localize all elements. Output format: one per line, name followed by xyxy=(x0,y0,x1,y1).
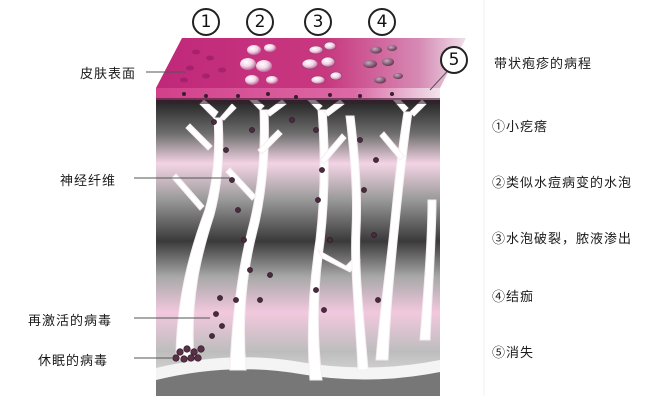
step-5: ⑤消失 xyxy=(492,342,534,361)
stage-marker-3: 3 xyxy=(304,8,332,36)
label-nerve-fiber: 神经纤维 xyxy=(60,170,116,189)
step-2: ②类似水痘病变的水泡 xyxy=(492,172,632,191)
stage-marker-1: 1 xyxy=(192,8,220,36)
step-4: ④结痂 xyxy=(492,286,534,305)
stage-marker-4: 4 xyxy=(368,8,396,36)
stage-marker-2: 2 xyxy=(246,8,274,36)
step-1: ①小疙瘩 xyxy=(492,116,548,135)
course-title: 带状疱疹的病程 xyxy=(494,53,592,72)
label-dormant-virus: 休眠的病毒 xyxy=(38,350,108,369)
label-reactivated-virus: 再激活的病毒 xyxy=(28,310,112,329)
step-3: ③水泡破裂，脓液渗出 xyxy=(492,228,632,247)
stage-marker-5: 5 xyxy=(440,46,468,74)
label-skin-surface: 皮肤表面 xyxy=(80,63,136,82)
